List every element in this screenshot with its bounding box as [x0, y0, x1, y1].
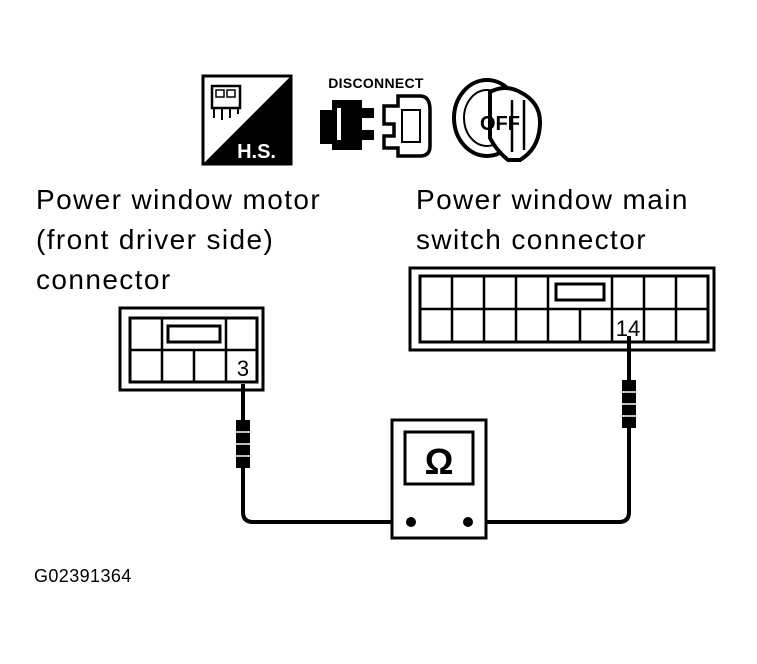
disconnect-text: DISCONNECT [328, 75, 424, 91]
ohm-symbol: Ω [425, 441, 454, 482]
left-connector-title-line-1: Power window motor [36, 184, 322, 215]
harness-side-text: H.S. [237, 141, 276, 163]
ignition-off-text: OFF [480, 113, 520, 135]
meter-terminal-right [463, 517, 473, 527]
ignition-key-off-icon: OFF [452, 78, 543, 162]
ohmmeter: Ω [390, 418, 488, 540]
left-connector: 3 [118, 306, 265, 392]
left-connector-title-line-2: (front driver side) [36, 224, 275, 255]
disconnect-connector-icon: DISCONNECT [320, 75, 432, 158]
right-connector-title-line-2: switch connector [416, 224, 647, 255]
right-connector-title-line-1: Power window main [416, 184, 689, 215]
meter-terminal-left [406, 517, 416, 527]
harness-side-icon: H.S. [201, 74, 293, 166]
probe-wires [236, 336, 636, 524]
left-connector-title-line-3: connector [36, 264, 172, 295]
right-connector: 14 [408, 266, 716, 352]
figure-id: G02391364 [34, 566, 132, 586]
left-terminal-label: 3 [237, 356, 249, 381]
